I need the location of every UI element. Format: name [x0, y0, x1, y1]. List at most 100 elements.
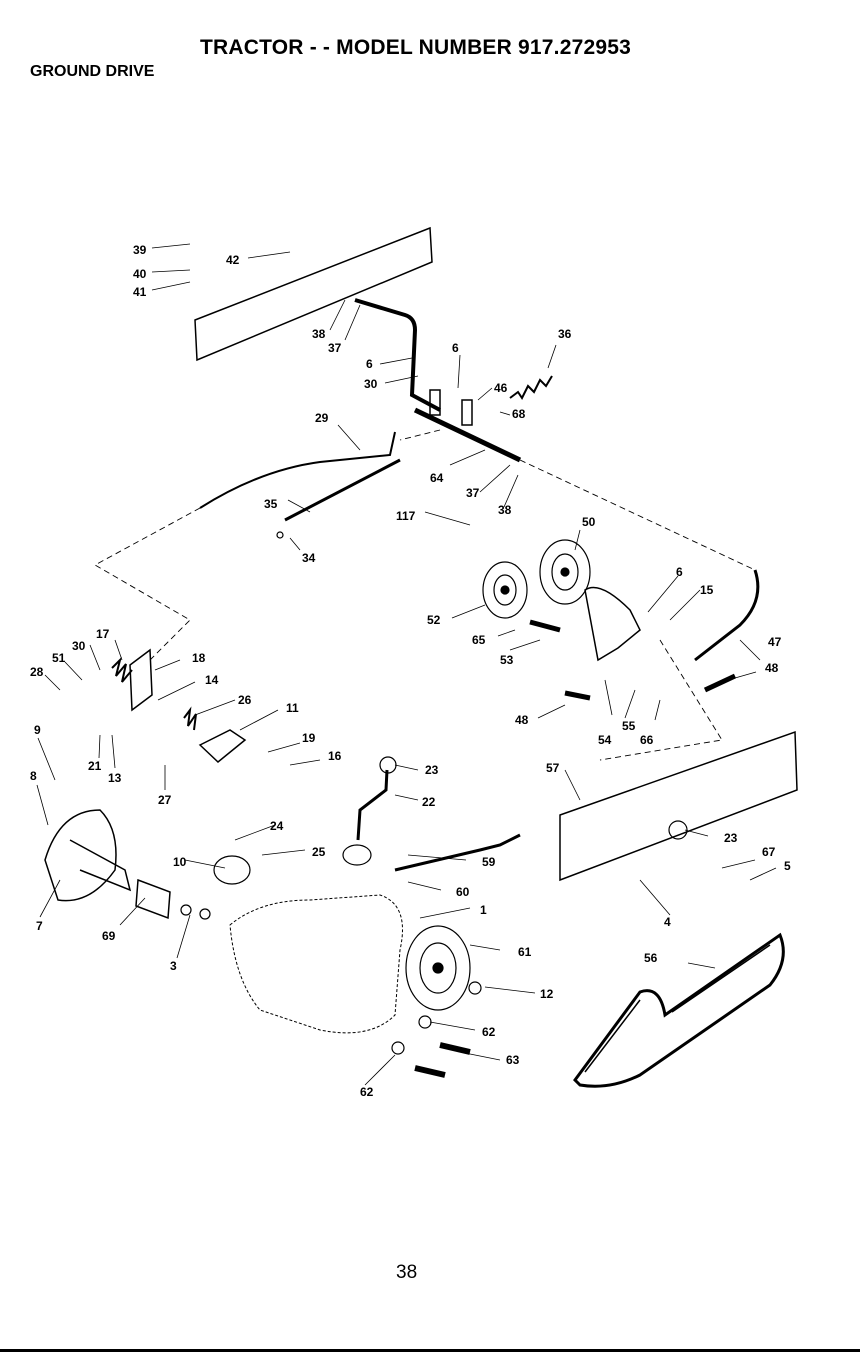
callout: 60	[456, 885, 470, 899]
callout: 52	[427, 613, 441, 627]
callout: 62	[360, 1085, 374, 1099]
callout: 53	[500, 653, 514, 667]
page-number: 38	[396, 1262, 417, 1284]
callout: 5	[784, 859, 791, 873]
callout: 51	[52, 651, 66, 665]
callout: 38	[312, 327, 326, 341]
spring-36	[510, 376, 552, 398]
callout: 10	[173, 855, 187, 869]
callout: 42	[226, 253, 240, 267]
callout: 25	[312, 845, 326, 859]
bracket-right	[462, 400, 472, 425]
lever-11	[200, 730, 245, 762]
callout: 21	[88, 759, 102, 773]
bolt-48-right	[705, 676, 735, 690]
callout: 11	[286, 701, 299, 715]
callout: 40	[133, 267, 147, 281]
callout: 54	[598, 733, 612, 747]
callout: 56	[644, 951, 658, 965]
transaxle	[230, 895, 403, 1033]
callout: 65	[472, 633, 486, 647]
callout: 15	[700, 583, 714, 597]
washer-3-b	[200, 909, 210, 919]
pin-34	[277, 532, 283, 538]
shift-lever-22	[358, 770, 387, 840]
bolt-63-a	[440, 1045, 470, 1052]
nut-12	[469, 982, 481, 994]
callout: 9	[34, 723, 41, 737]
spring-26	[184, 710, 196, 730]
dashed-links	[95, 430, 755, 760]
knob-23-right	[669, 821, 687, 839]
callout: 63	[506, 1053, 520, 1067]
callout: 55	[622, 719, 636, 733]
idler-bracket	[585, 588, 640, 661]
cross-shaft	[415, 410, 520, 460]
callout: 34	[302, 551, 316, 565]
callout: 8	[30, 769, 37, 783]
washer-62-b	[392, 1042, 404, 1054]
callout: 27	[158, 793, 172, 807]
callout: 4	[664, 915, 671, 929]
callout: 1	[480, 903, 487, 917]
callout: 37	[328, 341, 342, 355]
washer-62-a	[419, 1016, 431, 1028]
callout: 64	[430, 471, 444, 485]
hub-7	[45, 810, 116, 901]
callout: 6	[452, 341, 459, 355]
shift-boot	[343, 845, 371, 865]
callout: 39	[133, 243, 147, 257]
callout: 18	[192, 651, 206, 665]
callout: 12	[540, 987, 554, 1001]
callout: 50	[582, 515, 596, 529]
callout: 28	[30, 665, 44, 679]
callout: 17	[96, 627, 110, 641]
callout: 16	[328, 749, 342, 763]
callout: 6	[366, 357, 373, 371]
callout: 61	[518, 945, 532, 959]
rod-29	[200, 432, 395, 508]
callout: 66	[640, 733, 654, 747]
callout: 59	[482, 855, 496, 869]
callout: 57	[546, 761, 560, 775]
callout: 23	[724, 831, 738, 845]
bolt-65	[530, 622, 560, 630]
callout: 68	[512, 407, 526, 421]
callout: 62	[482, 1025, 496, 1039]
callout: 35	[264, 497, 278, 511]
callout: 3	[170, 959, 177, 973]
bolt-48-left	[565, 693, 590, 698]
spring-17	[112, 660, 132, 682]
callout: 48	[765, 661, 779, 675]
sleeve-69	[136, 880, 170, 918]
callout: 24	[270, 819, 284, 833]
rod-59	[395, 835, 520, 870]
callout: 38	[498, 503, 512, 517]
lever-rod	[355, 300, 440, 410]
callout: 67	[762, 845, 776, 859]
plate-10	[214, 856, 250, 884]
bottom-rule	[0, 1349, 860, 1352]
callout: 30	[364, 377, 378, 391]
bolt-63-b	[415, 1068, 445, 1075]
washer-3-a	[181, 905, 191, 915]
callout: 30	[72, 639, 86, 653]
callout: 23	[425, 763, 439, 777]
callout: 37	[466, 486, 480, 500]
callout: 22	[422, 795, 436, 809]
callout: 47	[768, 635, 782, 649]
callout: 13	[108, 771, 122, 785]
callout: 46	[494, 381, 508, 395]
bracket-18	[130, 650, 152, 710]
callout: 26	[238, 693, 252, 707]
callout: 19	[302, 731, 316, 745]
callout: 29	[315, 411, 329, 425]
callout: 117	[396, 509, 416, 523]
callout: 14	[205, 673, 219, 687]
callout: 48	[515, 713, 529, 727]
callout: 6	[676, 565, 683, 579]
callout: 7	[36, 919, 43, 933]
callout: 69	[102, 929, 116, 943]
rod-35	[285, 460, 400, 520]
